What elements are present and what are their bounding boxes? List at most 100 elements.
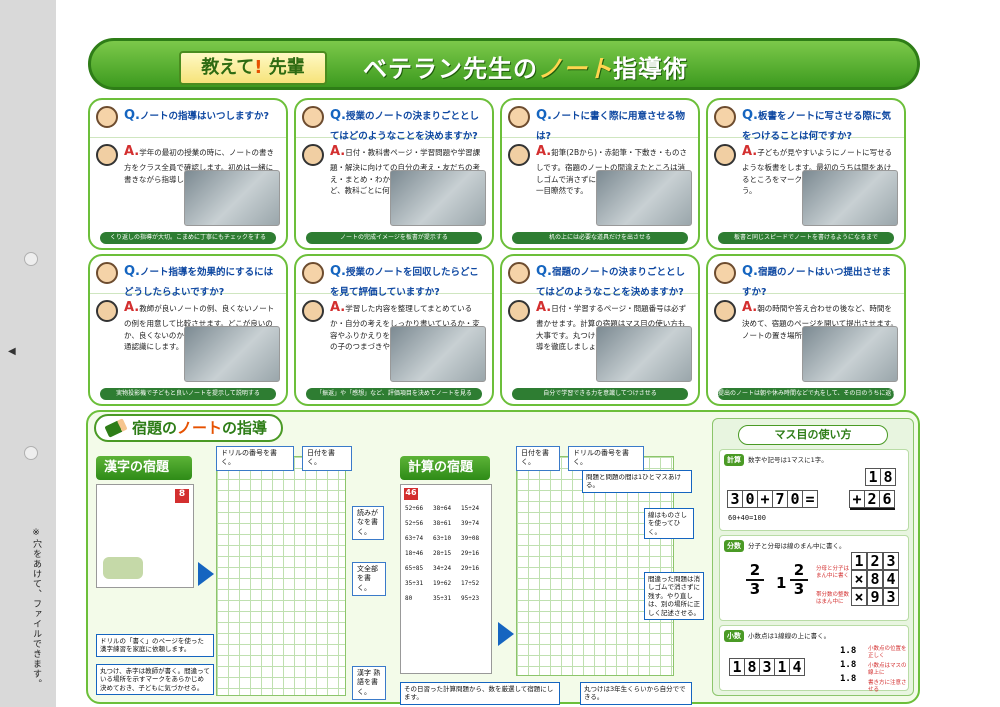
grid-cell: 6 <box>879 490 895 508</box>
punch-hole-icon <box>24 446 38 460</box>
question: Q.宿題のノートはいつ提出させますか? <box>708 256 904 298</box>
grid-cell: 1 <box>865 468 881 486</box>
qa-card: Q.授業のノートを回収したらどこを見て評価していますか? A.学習した内容を整理… <box>294 254 494 406</box>
photo-caption: 机の上には必要な道具だけを出させる <box>512 232 688 244</box>
grid-cell: 3 <box>727 490 743 508</box>
kanji-label-kanji: 漢字 熟語を書く。 <box>352 666 386 701</box>
kanji-label-bun: 文全部を書く。 <box>352 562 386 597</box>
tag-mark: ! <box>254 57 263 78</box>
grid-cell: 2 <box>867 552 883 570</box>
problem-item: 18÷46 <box>405 550 424 557</box>
tag-suffix: 先輩 <box>268 57 305 78</box>
problem-item: 52÷56 <box>405 520 424 527</box>
a-marker: A. <box>742 300 758 315</box>
problem-item: 34÷24 <box>433 565 452 572</box>
bunsu-red-note-1: 分母と分子はまん中に書く <box>816 566 850 579</box>
drill-number-badge: 8 <box>175 489 189 503</box>
section-title-suffix: の指導 <box>222 419 268 437</box>
question: Q.ノート指導を効果的にするにはどうしたらよいですか? <box>90 256 286 298</box>
question-text: ノートに書く際に用意させる物は? <box>536 111 686 142</box>
teacher-face-icon <box>714 144 736 166</box>
grid-cell: 8 <box>867 570 883 588</box>
q-marker: Q. <box>330 108 346 123</box>
section-title-highlight: ノート <box>177 419 223 437</box>
kanji-note-drill: ドリルの「書く」のページを使った漢字練習を家庭に依頼します。 <box>96 634 214 657</box>
answer: A.学年の最初の授業の時に、ノートの書き方をクラス全員で確認します。初めは一緒に… <box>90 138 286 232</box>
bunsu-red-note-2: 帯分数の整数はまん中に <box>816 592 850 605</box>
photo-caption: くり返しの指導が大切。こまめに丁寧にもチェックをする <box>100 232 276 244</box>
keisan-label-date: 日付を書く。 <box>516 446 560 471</box>
binding-strip: ◀ ※穴をあけて、ファイルできます。 <box>0 0 56 707</box>
grid-cell: 3 <box>883 552 899 570</box>
keisan-note: 数字や記号は1マスに1字。 <box>748 456 828 464</box>
question-text: 宿題のノートはいつ提出させますか? <box>742 267 892 298</box>
question: Q.授業のノートを回収したらどこを見て評価していますか? <box>296 256 492 298</box>
masu-title: マス目の使い方 <box>738 425 888 445</box>
grid-cell: 0 <box>787 490 803 508</box>
grid-cell: + <box>849 490 865 508</box>
arrow-right-icon <box>198 562 214 586</box>
kanji-note-maru: 丸つけ、赤字は教師が書く。間違っている場所を示すマークをあらかじめ決めておき、子… <box>96 664 214 696</box>
student-face-icon <box>508 262 530 284</box>
question-text: ノートの指導はいつしますか? <box>140 111 270 122</box>
qa-card: Q.宿題のノートはいつ提出させますか? A.朝の時間や答え合わせの後など、時間を… <box>706 254 906 406</box>
fraction-1-num: 2 <box>746 562 764 581</box>
grid-cell: 3 <box>883 588 899 606</box>
q-marker: Q. <box>124 108 140 123</box>
grid-cell: × <box>851 570 867 588</box>
qa-card: Q.宿題のノートの決まりごととしてはどのようなことを決めますか? A.日付・学習… <box>500 254 700 406</box>
problem-item: 35÷31 <box>405 580 424 587</box>
problem-item: 28÷15 <box>433 550 452 557</box>
bunsu-tag: 分数 <box>724 540 744 552</box>
photo-caption: 提出のノートは朝や休み時間などで丸をして、その日のうちに返す <box>718 388 894 400</box>
problem-item: 15÷24 <box>461 505 480 512</box>
shosu-side-item: 1.8 <box>840 660 857 670</box>
page-title: ベテラン先生のノート指導術 <box>363 49 688 84</box>
mixed-whole: 1 <box>776 574 787 592</box>
fraction-2-den: 3 <box>793 580 805 598</box>
grid-cell: 4 <box>883 570 899 588</box>
keisan-note-maru: 丸つけは3年生くらいから自分でできる。 <box>580 682 692 705</box>
q-marker: Q. <box>742 264 758 279</box>
main-page: 教えて! 先輩 ベテラン先生のノート指導術 Q.ノートの指導はいつしますか? A… <box>78 34 920 706</box>
keisan-label-drill: ドリルの番号を書く。 <box>568 446 644 471</box>
grid-cell: × <box>851 588 867 606</box>
question-text: 宿題のノートの決まりごととしてはどのようなことを決めますか? <box>536 267 686 298</box>
grid-cell: + <box>757 490 773 508</box>
shosu-tag: 小数 <box>724 630 744 642</box>
question: Q.授業のノートの決まりごととしてはどのようなことを決めますか? <box>296 100 492 142</box>
photo-caption: 自分で学習できる力を意識してつけさせる <box>512 388 688 400</box>
q-marker: Q. <box>330 264 346 279</box>
problem-item: 39÷08 <box>461 535 480 542</box>
a-marker: A. <box>536 300 552 315</box>
punch-hole-icon <box>24 252 38 266</box>
desk-photo <box>596 170 692 226</box>
projector-photo <box>184 326 280 382</box>
student-face-icon <box>714 262 736 284</box>
grid-cell: 0 <box>742 490 758 508</box>
kanji-label-drill: ドリルの番号を書く。 <box>216 446 294 471</box>
grid-cell: 8 <box>880 468 896 486</box>
a-marker: A. <box>330 300 346 315</box>
grid-cell: 4 <box>789 658 805 676</box>
binding-note: ※穴をあけて、ファイルできます。 <box>31 528 41 689</box>
title-prefix: ベテラン先生の <box>363 55 538 83</box>
keisan-tag: 計算 <box>724 454 744 466</box>
notebook-stack-photo <box>802 326 898 382</box>
homework-photo <box>596 326 692 382</box>
problem-item: 80 <box>405 595 413 602</box>
classroom-photo <box>184 170 280 226</box>
question: Q.板書をノートに写させる際に気をつけることは何ですか? <box>708 100 904 142</box>
title-suffix: 指導術 <box>613 55 688 83</box>
question: Q.ノートに書く際に用意させる物は? <box>502 100 698 142</box>
arrow-right-icon <box>498 622 514 646</box>
problem-item: 63÷74 <box>405 535 424 542</box>
kanji-drill-page: 8 <box>96 484 194 588</box>
question-text: 授業のノートを回収したらどこを見て評価していますか? <box>330 267 479 298</box>
